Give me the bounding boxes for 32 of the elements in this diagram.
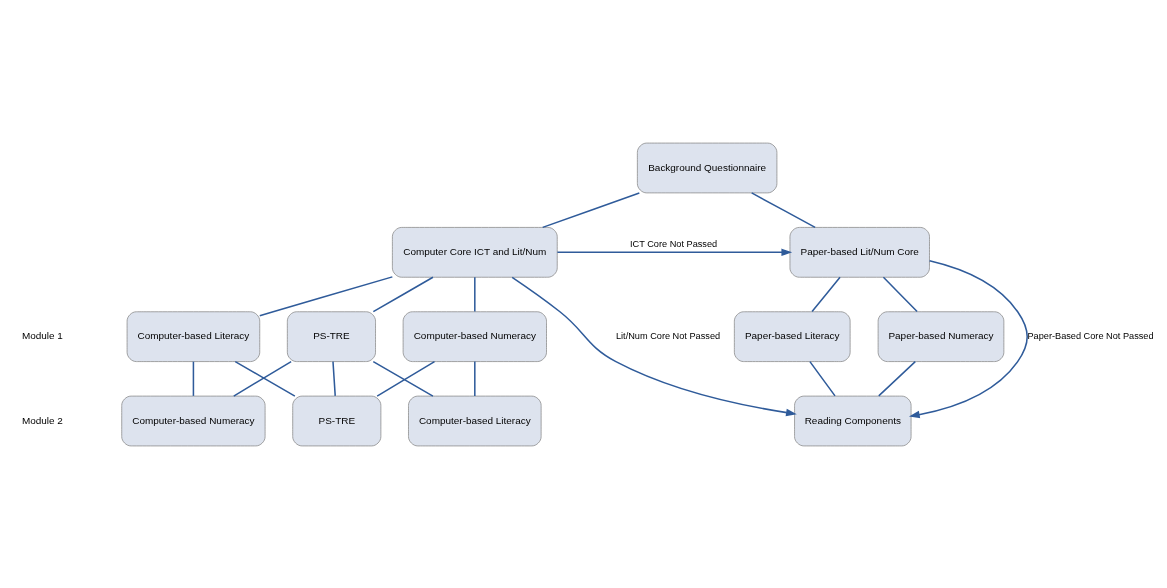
- node-box: Reading Components: [794, 395, 912, 446]
- edge-label: Paper-Based Core Not Passed: [1027, 330, 1154, 341]
- label: Module 1: [21, 329, 63, 341]
- connector: [750, 191, 816, 228]
- connector: [541, 191, 641, 228]
- node-box: Computer-based Literacy: [408, 395, 542, 446]
- connector: [192, 360, 195, 397]
- node-box: Paper-based Lit/Num Core: [789, 226, 930, 278]
- node-box: Computer Core ICT and Lit/Num: [392, 226, 558, 278]
- connector: [474, 360, 476, 397]
- node-box: Paper-based Literacy: [733, 310, 851, 362]
- connector: [811, 276, 841, 312]
- node-box: Paper-based Numeracy: [877, 310, 1005, 362]
- arrow: [908, 259, 1028, 418]
- connector: [372, 276, 434, 312]
- arrow: [511, 276, 797, 416]
- edge-label: Lit/Num Core Not Passed: [615, 330, 721, 341]
- connector: [474, 276, 476, 312]
- node-box: Computer-based Literacy: [126, 310, 261, 362]
- node-box: PS-TRE: [286, 310, 376, 362]
- label: Module 2: [21, 414, 63, 426]
- node-box: PS-TRE: [292, 395, 382, 446]
- node-box: Background Questionnaire: [636, 142, 778, 193]
- arrow: [556, 248, 793, 256]
- connector: [332, 360, 336, 397]
- connector: [809, 360, 836, 397]
- edge-label: ICT Core Not Passed: [630, 238, 718, 249]
- connector: [259, 275, 394, 316]
- node-box: Computer-based Numeracy: [402, 310, 547, 362]
- node-box: Computer-based Numeracy: [121, 395, 266, 446]
- connector: [877, 360, 917, 397]
- connector: [882, 276, 918, 312]
